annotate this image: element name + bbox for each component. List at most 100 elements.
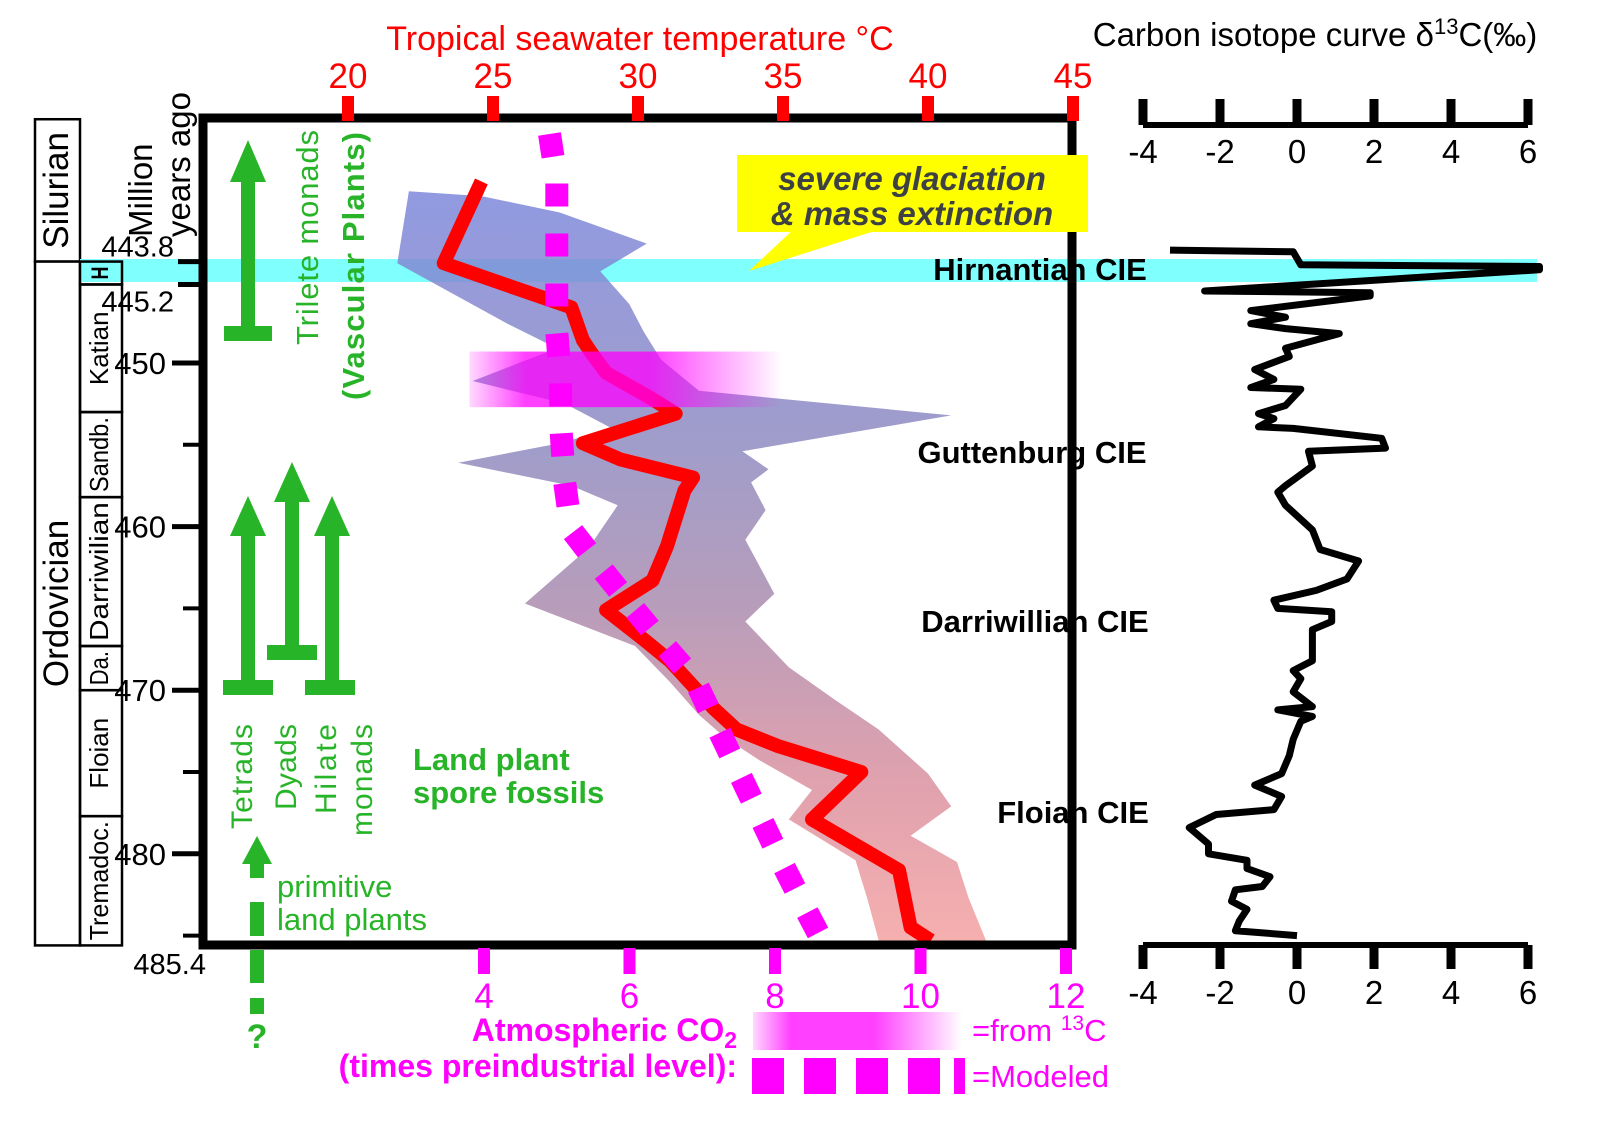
co2-tick-label: 10 (901, 977, 940, 1016)
dyads-arrow (274, 462, 310, 647)
land-plant-spore-fossils-label-line1: Land plant (413, 742, 570, 777)
carbon-axis-tick-label: -2 (1205, 974, 1234, 1011)
dyads-arrow-base (267, 645, 317, 660)
callout-tail (749, 228, 884, 271)
temperature-tick-label: 30 (619, 57, 658, 96)
co2-tick-label: 6 (620, 977, 639, 1016)
stage-label-h: H (87, 267, 114, 280)
tetrads-label: Tetrads (226, 724, 259, 829)
plant-fossil-arrows (223, 140, 355, 1014)
primitive-plants-arrow-dash (250, 902, 264, 936)
carbon-axis-tick-label: 4 (1442, 133, 1460, 170)
from-c13-swatch (753, 1012, 962, 1050)
modeled-label: =Modeled (972, 1059, 1109, 1094)
age-axis-title: Millionyears ago (122, 92, 197, 237)
primitive-plants-arrow-head (242, 836, 272, 864)
co2-tick (1060, 948, 1072, 974)
modeled-swatch (752, 1058, 965, 1094)
co2-legend: Atmospheric CO2 (times preindustrial lev… (339, 1012, 1109, 1094)
plant-fossil-labels: Trilete monads (Vascular Plants) Tetrads… (226, 130, 604, 1056)
co2-tick-label: 12 (1047, 977, 1086, 1016)
trilete-monads-label: Trilete monads (290, 130, 325, 345)
co2-tick (478, 948, 490, 974)
temperature-tick (487, 96, 499, 121)
period-label-ordovician: Ordovician (37, 520, 76, 687)
temperature-tick-label: 45 (1054, 57, 1093, 96)
temperature-tick (342, 96, 354, 121)
co2-from-c13-rect (469, 351, 783, 408)
co2-from-c13-band (469, 351, 783, 408)
age-edge-tick-label: 445.2 (101, 286, 174, 318)
carbon-axis-tick-label: 6 (1519, 974, 1537, 1011)
age-tick-label: 470 (114, 673, 166, 708)
primitive-plants-arrow-dash (250, 998, 264, 1014)
age-tick-label: 480 (114, 837, 166, 872)
co2-modeled-curve (538, 132, 840, 962)
carbon-isotope-polyline (1169, 246, 1543, 940)
stage-label-da: Da. (84, 651, 114, 685)
carbon-axis-title: Carbon isotope curve δ13C(‰) (1093, 14, 1538, 53)
temperature-tick (1067, 96, 1079, 121)
stage-cell (78, 814, 124, 947)
co2-tick-label: 8 (765, 977, 784, 1016)
carbon-axis-tick-label: 0 (1288, 133, 1306, 170)
stage-cell (78, 260, 124, 286)
co2-axis: 4 6 8 10 12 (474, 948, 1085, 1016)
carbon-axis-tick-label: 2 (1365, 974, 1383, 1011)
hilate-monads-arrow-base (305, 680, 355, 695)
temperature-tick-label: 40 (909, 57, 948, 96)
tetrads-arrow (230, 496, 266, 682)
vascular-plants-label: (Vascular Plants) (336, 132, 371, 400)
cie-label-hirnantian: Hirnantian CIE (933, 252, 1147, 287)
temperature-tick-label: 20 (329, 57, 368, 96)
temperature-uncertainty-band (397, 191, 986, 941)
co2-tick (623, 948, 636, 974)
temperature-tick-label: 25 (474, 57, 513, 96)
callout-text-line2: & mass extinction (771, 195, 1053, 232)
age-tick-label: 460 (114, 510, 166, 545)
temperature-tick (777, 96, 789, 121)
primitive-plants-arrow-dash (250, 950, 264, 983)
temperature-tick (922, 96, 934, 121)
stage-label-darriwilian: Darriwilian (84, 502, 114, 641)
co2-legend-title-line2: (times preindustrial level): (339, 1048, 737, 1084)
temperature-axis: 20 25 30 35 40 45 (329, 57, 1093, 121)
temperature-tick-label: 35 (764, 57, 803, 96)
cie-label-floian: Floian CIE (997, 795, 1149, 830)
period-cell (33, 260, 82, 947)
primitive-land-plants-label-line1: primitive (277, 869, 392, 904)
glaciation-callout: severe glaciation & mass extinction (737, 155, 1088, 271)
callout-text-line1: severe glaciation (778, 160, 1046, 197)
question-mark-label: ? (247, 1018, 268, 1056)
callout-box (737, 155, 1088, 232)
hilate-monads-arrow (314, 496, 350, 682)
carbon-isotope-curve (1169, 246, 1543, 940)
land-plant-spore-fossils-label-line2: spore fossils (413, 775, 604, 810)
cie-label-darriwillian: Darriwillian CIE (921, 604, 1148, 639)
co2-legend-title-line1: Atmospheric CO2 (472, 1012, 737, 1053)
period-cell (33, 117, 82, 263)
age-edge-tick-label: 443.8 (101, 232, 174, 264)
carbon-axis-tick-label: -4 (1128, 133, 1157, 170)
co2-tick (914, 948, 927, 974)
stage-label-tremadoc: Tremadoc. (84, 821, 114, 940)
co2-modeled-polyline (538, 132, 840, 962)
temperature-band-polygon (397, 191, 986, 941)
temperature-polyline (436, 178, 935, 947)
temperature-curve (436, 178, 935, 947)
stage-label-floian: Floian (84, 718, 114, 789)
co2-tick-label: 4 (474, 977, 493, 1016)
carbon-axis-tick-label: -4 (1128, 974, 1157, 1011)
temperature-tick (632, 96, 644, 121)
dyads-label: Dyads (270, 724, 303, 810)
period-label-silurian: Silurian (37, 132, 76, 249)
age-tick-label: 450 (114, 346, 166, 381)
tetrads-arrow-base (223, 680, 273, 695)
monads-label: monads (346, 724, 379, 836)
carbon-axis-tick-label: 2 (1365, 133, 1383, 170)
carbon-axis-tick-label: 4 (1442, 974, 1460, 1011)
primitive-plants-arrow-dash (250, 864, 264, 878)
